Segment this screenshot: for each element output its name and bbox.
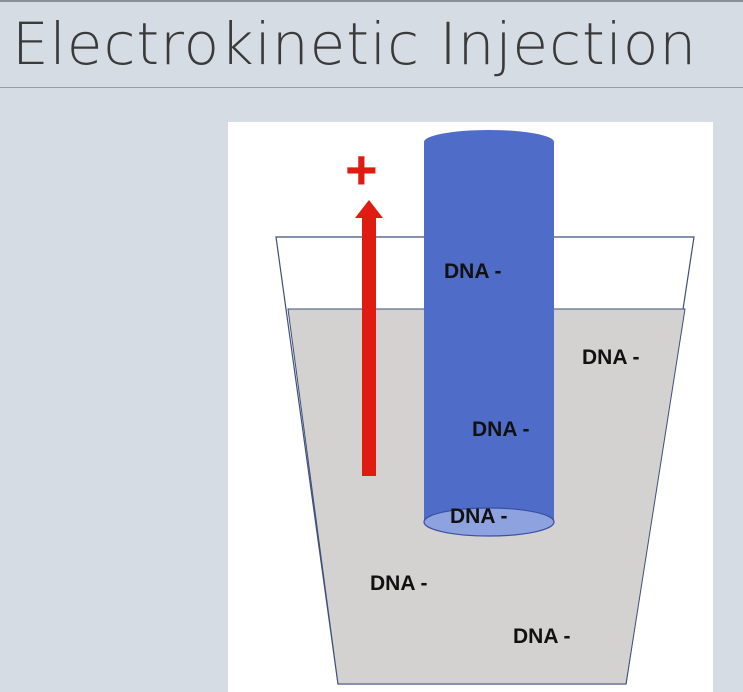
capillary-tube bbox=[424, 142, 554, 522]
dna-label-solution-lower-left: DNA - bbox=[370, 572, 428, 595]
dna-label-solution-right: DNA - bbox=[582, 346, 640, 369]
dna-label-solution-bottom: DNA - bbox=[513, 625, 571, 648]
capillary-tip bbox=[423, 507, 555, 537]
capillary-top bbox=[424, 130, 554, 154]
arrow-shaft bbox=[362, 218, 376, 476]
diagram-graphics bbox=[275, 130, 695, 685]
dna-label-capillary-middle: DNA - bbox=[472, 418, 530, 441]
arrow-head bbox=[355, 200, 383, 218]
positive-electrode-symbol: + bbox=[345, 138, 378, 201]
dna-label-capillary-upper: DNA - bbox=[444, 260, 502, 283]
title-bar: Electrokinetic Injection bbox=[0, 0, 743, 88]
slide-title: Electrokinetic Injection bbox=[12, 10, 698, 78]
injection-diagram: + DNA - DNA - DNA - DNA - DNA - DNA - bbox=[228, 122, 713, 692]
dna-label-capillary-tip: DNA - bbox=[450, 505, 508, 528]
